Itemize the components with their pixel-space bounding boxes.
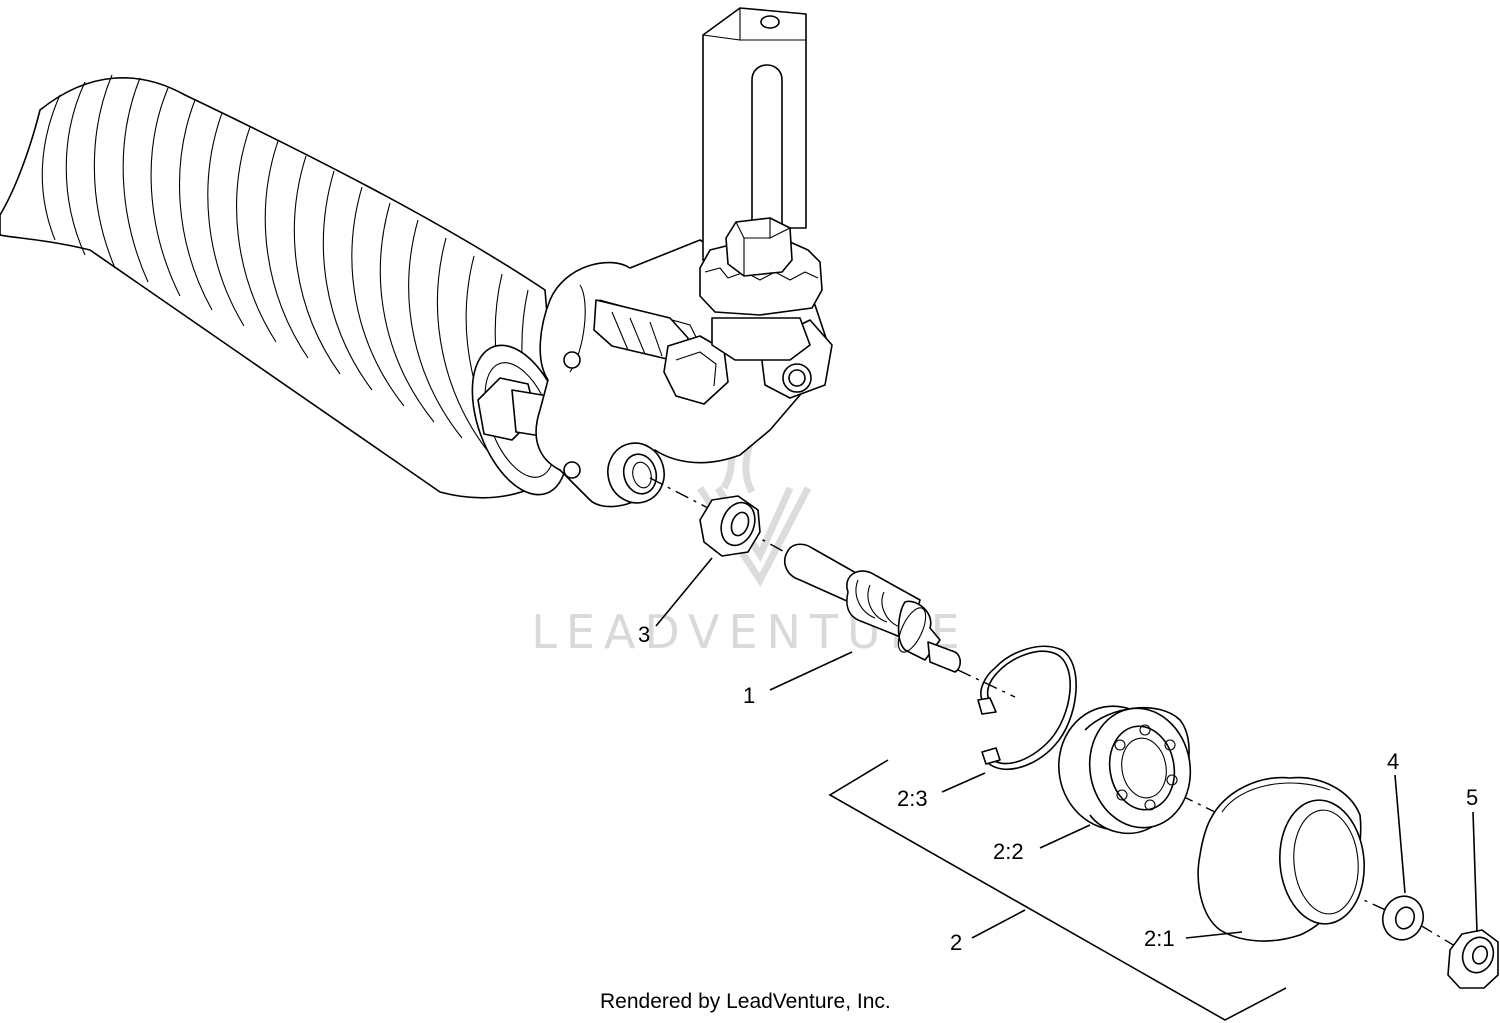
leader-2-1	[1185, 931, 1243, 939]
callout-2-2: 2:2	[993, 839, 1024, 864]
ribbed-roller	[0, 74, 561, 499]
part-1-stepped-shaft	[784, 543, 962, 673]
leader-2	[971, 909, 1026, 939]
callout-1: 1	[743, 683, 755, 708]
leader-3	[655, 557, 713, 627]
callout-3: 3	[638, 622, 650, 647]
part-4-flat-washer	[1381, 895, 1425, 941]
callout-2-3: 2:3	[897, 786, 928, 811]
leader-lines	[655, 557, 1478, 939]
part-2-2-ball-bearing	[1058, 705, 1192, 835]
height-adjust-post	[702, 7, 807, 261]
leader-5	[1472, 811, 1478, 933]
adjuster-knob	[699, 217, 823, 361]
part-2-1-roller-wheel	[1197, 776, 1365, 942]
leader-4	[1394, 774, 1406, 894]
leader-1	[769, 651, 853, 691]
callout-5: 5	[1466, 785, 1478, 810]
part-3-hex-nut	[699, 495, 761, 557]
callout-labels: 3 1 2:3 2:2 2 2:1 4 5	[638, 622, 1478, 955]
part-2-3-retaining-ring	[977, 645, 1077, 770]
rendered-by-credit: Rendered by LeadVenture, Inc.	[600, 990, 891, 1013]
callout-2-1: 2:1	[1144, 926, 1175, 951]
part-5-lock-nut	[1447, 929, 1499, 989]
leader-2-3	[941, 772, 986, 793]
callout-4: 4	[1387, 749, 1399, 774]
callout-2: 2	[950, 930, 962, 955]
assembly-2-bracket	[828, 759, 1287, 1021]
leader-2-2	[1039, 824, 1091, 849]
